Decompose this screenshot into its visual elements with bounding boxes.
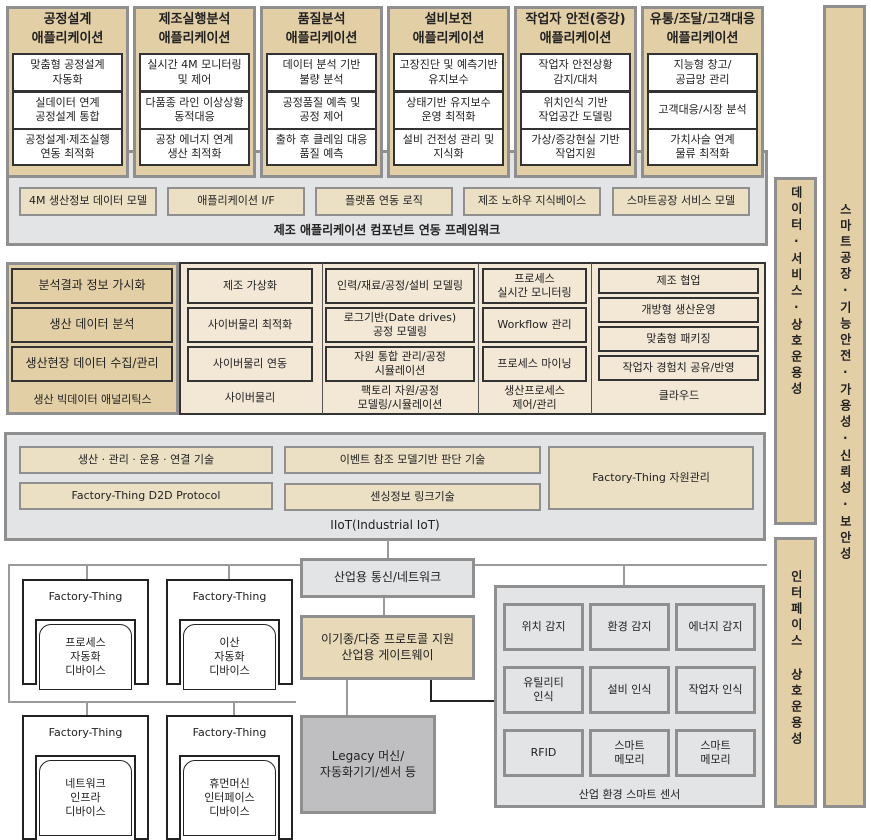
smart-factory-quality-bar: 스마트공장·기능안전·가용성·신뢰성·보안성 bbox=[823, 5, 866, 808]
cyber-item: 사이버물리 최적화 bbox=[187, 307, 313, 343]
sensor-item: 에너지 감지 bbox=[675, 603, 756, 651]
data-service-interop-label: 데이터·서비스·상호운용성 bbox=[789, 186, 804, 398]
process-item: 프로세스 실시간 모니터링 bbox=[482, 268, 587, 304]
analytics-item: 생산 데이터 분석 bbox=[11, 307, 173, 343]
industrial-gateway-box: 이기종/다중 프로토콜 지원 산업용 게이트웨이 bbox=[300, 615, 475, 680]
device-box: 이산 자동화 디바이스 bbox=[183, 624, 276, 690]
data-service-interop-bar: 데이터·서비스·상호운용성 bbox=[774, 177, 817, 525]
app-feature: 실시간 4M 모니터링 및 제어 bbox=[139, 53, 250, 92]
connector-line bbox=[478, 263, 479, 414]
iiot-item: 생산 · 관리 · 운용 · 연결 기술 bbox=[19, 446, 273, 474]
analytics-item: 생산현장 데이터 수집/관리 bbox=[11, 346, 173, 382]
connector-line bbox=[387, 540, 389, 558]
connector-line bbox=[623, 564, 625, 586]
app-title: 공정설계 애플리케이션 bbox=[31, 12, 104, 46]
cloud-item: 작업자 경험치 공유/반영 bbox=[598, 355, 759, 381]
app-feature: 고장진단 및 예측기반 유지보수 bbox=[393, 53, 504, 92]
app-feature: 공정품질 예측 및 공정 제어 bbox=[266, 90, 377, 130]
app-feature: 지능형 창고/ 공급망 관리 bbox=[647, 53, 758, 92]
interface-interop-bar: 인터페이스 상호운용성 bbox=[774, 537, 817, 808]
iiot-item: 센싱정보 링크기술 bbox=[284, 483, 541, 511]
app-feature: 작업자 안전상황 감지/대처 bbox=[520, 53, 631, 92]
device-box: 프로세스 자동화 디바이스 bbox=[39, 624, 132, 690]
cloud-item: 개방형 생산운영 bbox=[598, 297, 759, 323]
process-item: Workflow 관리 bbox=[482, 307, 587, 343]
app-feature: 다품종 라인 이상상황 동적대응 bbox=[139, 90, 250, 130]
modeling-item: 로그기반(Date drives) 공정 모델링 bbox=[325, 307, 475, 343]
connector-line bbox=[591, 263, 592, 414]
framework-item: 제조 노하우 지식베이스 bbox=[463, 187, 601, 216]
sensor-item: 작업자 인식 bbox=[675, 666, 756, 714]
app-feature: 공장 에너지 연계 생산 최적화 bbox=[139, 128, 250, 166]
sensor-item: 환경 감지 bbox=[589, 603, 670, 651]
sensor-item: RFID bbox=[503, 729, 584, 777]
cloud-item: 맞춤형 패키징 bbox=[598, 326, 759, 352]
app-title: 설비보전 애플리케이션 bbox=[412, 12, 485, 46]
app-feature: 맞춤형 공정설계 자동화 bbox=[12, 53, 123, 92]
framework-item: 애플리케이션 I/F bbox=[167, 187, 305, 216]
iiot-item: 이벤트 참조 모델기반 판단 기술 bbox=[284, 446, 541, 474]
factory-thing-title: Factory-Thing bbox=[192, 725, 267, 739]
analytics-item: 분석결과 정보 가시화 bbox=[11, 268, 173, 304]
sensor-item: 스마트 메모리 bbox=[675, 729, 756, 777]
process-label: 생산프로세스 제어/관리 bbox=[504, 383, 565, 411]
app-title: 품질분석 애플리케이션 bbox=[285, 12, 358, 46]
app-feature: 가치사슬 연계 물류 최적화 bbox=[647, 128, 758, 166]
framework-label: 제조 애플리케이션 컴포넌트 연동 프레임워크 bbox=[273, 223, 501, 238]
modeling-item: 자원 통합 관리/공정 시뮬레이션 bbox=[325, 346, 475, 382]
process-item: 프로세스 마이닝 bbox=[482, 346, 587, 382]
cyber-label: 사이버물리 bbox=[224, 390, 276, 404]
connector-line bbox=[8, 564, 10, 703]
iiot-item: Factory-Thing 자원관리 bbox=[548, 446, 754, 510]
app-feature: 공정설계·제조실행 연동 최적화 bbox=[12, 128, 123, 166]
interface-interop-label: 인터페이스 상호운용성 bbox=[789, 570, 804, 748]
connector-line bbox=[233, 701, 235, 716]
app-feature: 실데이터 연계 공정설계 통합 bbox=[12, 90, 123, 130]
connector-line bbox=[346, 679, 348, 716]
sensor-item: 위치 감지 bbox=[503, 603, 584, 651]
smart-factory-quality-label: 스마트공장·기능안전·가용성·신뢰성·보안성 bbox=[838, 203, 853, 563]
cyber-item: 제조 가상화 bbox=[187, 268, 313, 304]
framework-item: 4M 생산정보 데이터 모델 bbox=[19, 187, 157, 216]
modeling-item: 인력/재료/공정/설비 모델링 bbox=[325, 268, 475, 304]
iiot-item: Factory-Thing D2D Protocol bbox=[19, 482, 273, 510]
iiot-label: IIoT(Industrial IoT) bbox=[330, 518, 440, 533]
factory-thing-title: Factory-Thing bbox=[48, 589, 123, 603]
app-feature: 가상/증강현실 기반 작업지원 bbox=[520, 128, 631, 166]
sensor-item: 유틸리티 인식 bbox=[503, 666, 584, 714]
legacy-devices-box: Legacy 머신/ 자동화기기/센서 등 bbox=[300, 715, 436, 814]
smart-sensor-label: 산업 환경 스마트 센서 bbox=[578, 787, 681, 801]
app-title: 작업자 안전(증강) 애플리케이션 bbox=[525, 12, 626, 46]
framework-item: 플랫폼 연동 로직 bbox=[315, 187, 453, 216]
framework-item: 스마트공장 서비스 모델 bbox=[612, 187, 750, 216]
factory-thing-title: Factory-Thing bbox=[192, 589, 267, 603]
app-title: 제조실행분석 애플리케이션 bbox=[158, 12, 231, 46]
industrial-network-box: 산업용 통신/네트워크 bbox=[300, 558, 475, 598]
connector-line bbox=[228, 564, 230, 580]
app-feature: 데이터 분석 기반 불량 분석 bbox=[266, 53, 377, 92]
cyber-item: 사이버물리 연동 bbox=[187, 346, 313, 382]
connector-line bbox=[322, 263, 323, 414]
connector-line bbox=[86, 701, 88, 716]
modeling-label: 팩토리 자원/공정 모델링/시뮬레이션 bbox=[357, 383, 443, 411]
connector-line bbox=[383, 597, 385, 616]
sensor-item: 설비 인식 bbox=[589, 666, 670, 714]
app-feature: 위치인식 기반 작업공간 도델링 bbox=[520, 90, 631, 130]
app-feature: 설비 건전성 관리 및 지식화 bbox=[393, 128, 504, 166]
sensor-item: 스마트 메모리 bbox=[589, 729, 670, 777]
app-feature: 고객대응/시장 분석 bbox=[647, 90, 758, 130]
app-title: 유통/조달/고객대응 애플리케이션 bbox=[649, 12, 756, 46]
app-feature: 상태기반 유지보수 운영 최적화 bbox=[393, 90, 504, 130]
factory-thing-title: Factory-Thing bbox=[48, 725, 123, 739]
connector-line bbox=[8, 701, 296, 703]
cloud-item: 제조 협업 bbox=[598, 268, 759, 294]
cloud-label: 클라우드 bbox=[658, 388, 700, 402]
app-feature: 출하 후 클레임 대응 품질 예측 bbox=[266, 128, 377, 166]
device-box: 네트워크 인프라 디바이스 bbox=[39, 760, 132, 836]
analytics-label: 생산 빅데이터 애널리틱스 bbox=[33, 392, 152, 406]
connector-line bbox=[86, 564, 88, 580]
device-box: 휴먼머신 인터페이스 디바이스 bbox=[183, 760, 276, 836]
